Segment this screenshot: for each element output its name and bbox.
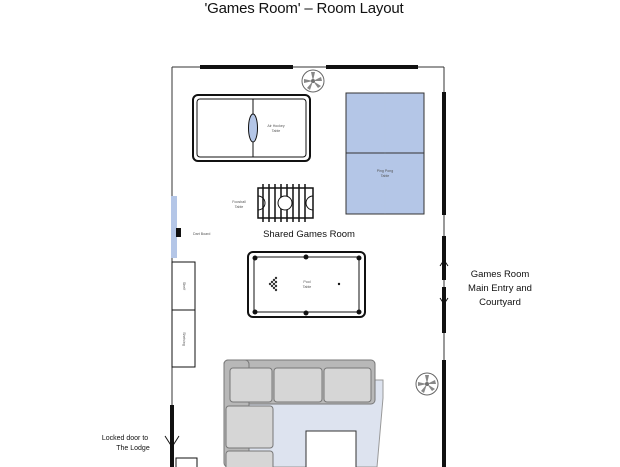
- foosball-label-1: Foosball: [232, 200, 246, 204]
- entry-label-1: Games Room: [471, 269, 530, 280]
- locked-door-label-1: Locked door to: [102, 435, 148, 442]
- shared-room-label: Shared Games Room: [263, 229, 355, 240]
- shelf-upper-label: Shelf: [182, 282, 186, 290]
- entry-label-2: Main Entry and: [468, 283, 532, 294]
- ceiling-fan-icon: [415, 372, 439, 396]
- door-arrow-icon: [439, 259, 449, 267]
- entry-label-3: Courtyard: [479, 297, 521, 308]
- coffee-table[interactable]: [305, 430, 357, 467]
- door-arrow-icon: [439, 297, 449, 305]
- shelving-unit[interactable]: Shelf Shelving: [171, 261, 196, 368]
- dart-board-label: Dart Board: [193, 232, 210, 236]
- air-hockey-label-2: Table: [272, 129, 281, 133]
- pool-table[interactable]: Pool Table: [247, 251, 366, 318]
- foosball-table[interactable]: Foosball Table: [232, 184, 314, 222]
- ping-pong-label-2: Table: [381, 174, 390, 178]
- lounge-area: [223, 359, 384, 467]
- pool-label-1: Pool: [303, 280, 310, 284]
- air-hockey-table[interactable]: Air Hockey Table: [192, 94, 311, 162]
- foosball-label-2: Table: [235, 205, 244, 209]
- ceiling-fan-icon: [301, 69, 325, 93]
- air-hockey-label-1: Air Hockey: [267, 124, 285, 128]
- main-entry-door[interactable]: [439, 236, 449, 333]
- dart-board[interactable]: [176, 228, 181, 237]
- pool-balls: [268, 276, 278, 292]
- pool-label-2: Table: [303, 285, 312, 289]
- locked-door-label-2: The Lodge: [116, 445, 150, 452]
- shelf-lower-label: Shelving: [182, 332, 186, 346]
- main-entry-label: Games Room Main Entry and Courtyard: [468, 269, 532, 308]
- sectional-sofa[interactable]: [223, 359, 376, 467]
- left-wall-panel: [171, 196, 177, 258]
- page-title: 'Games Room' – Room Layout: [204, 0, 404, 17]
- locked-door[interactable]: [164, 435, 198, 467]
- ping-pong-table[interactable]: Ping Pong Table: [345, 92, 425, 215]
- ping-pong-label-1: Ping Pong: [377, 169, 394, 173]
